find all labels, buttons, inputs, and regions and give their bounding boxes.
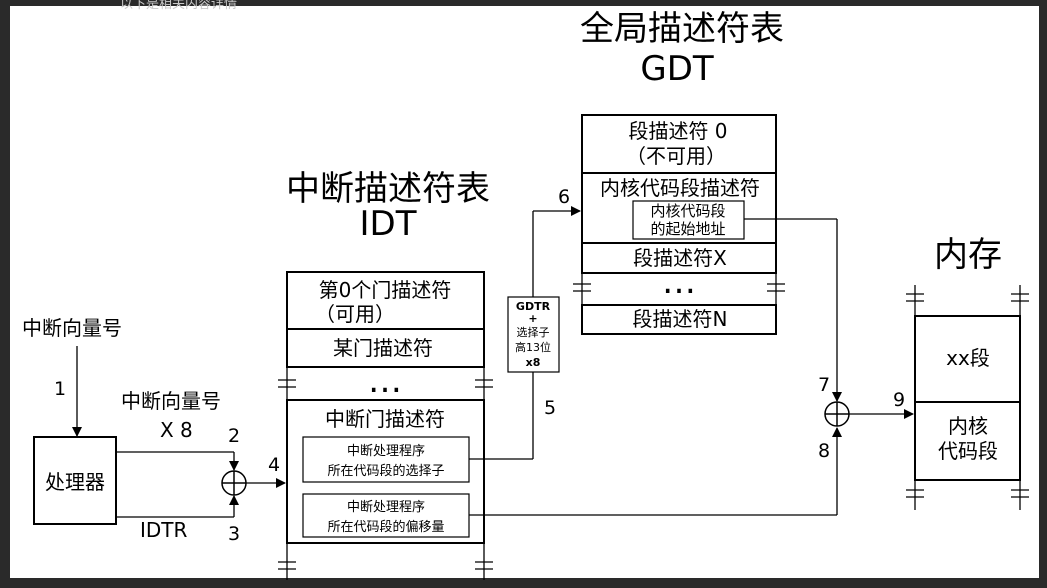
step-1: 1 bbox=[54, 378, 66, 400]
idt-offset-box bbox=[302, 493, 470, 538]
gdt-base-line1: 内核代码段 bbox=[650, 202, 725, 220]
gdt-entry-n: 段描述符N bbox=[633, 307, 728, 331]
gdtr-line5: x8 bbox=[526, 356, 541, 369]
gdt-entryx-box bbox=[581, 242, 777, 274]
idt-gate-title: 中断门描述符 bbox=[325, 407, 445, 431]
gdt-gap-marks bbox=[573, 273, 785, 305]
step-7: 7 bbox=[818, 374, 830, 396]
idt-bottom-marks bbox=[278, 543, 493, 580]
idt-entry0-line2: （可用） bbox=[315, 302, 395, 326]
idt-gap-marks bbox=[278, 367, 493, 400]
idt-ellipsis: … bbox=[368, 361, 402, 401]
step-6: 6 bbox=[558, 186, 570, 208]
idtr-label: IDTR bbox=[140, 518, 188, 542]
gdt-kernel-line: 内核代码段描述符 bbox=[600, 176, 760, 200]
gdt-entry-x: 段描述符X bbox=[633, 246, 727, 270]
gdt-ellipsis: … bbox=[662, 262, 696, 302]
memory-seg2-line2: 代码段 bbox=[938, 439, 998, 463]
step-9: 9 bbox=[893, 389, 905, 411]
idt-selector-line2: 所在代码段的选择子 bbox=[327, 463, 444, 479]
gdtr-line2: + bbox=[528, 312, 537, 325]
idt-title-line2: IDT bbox=[360, 204, 417, 244]
processor-box bbox=[33, 436, 117, 525]
gdt-base-line2: 的起始地址 bbox=[650, 220, 725, 238]
processor-label: 处理器 bbox=[45, 470, 105, 494]
memory-seg2-box bbox=[914, 401, 1021, 481]
idt-offset-line1: 中断处理程序 bbox=[347, 500, 425, 515]
vector-x8-line2: X 8 bbox=[160, 418, 193, 442]
gdt-entryn-box bbox=[581, 304, 777, 335]
memory-title: 内存 bbox=[934, 235, 1002, 275]
memory-top-marks bbox=[906, 285, 1029, 316]
vector-input-label: 中断向量号 bbox=[22, 316, 122, 340]
gdtr-line1: GDTR bbox=[516, 300, 551, 313]
idt-selector-line1: 中断处理程序 bbox=[347, 444, 425, 459]
step-3: 3 bbox=[228, 523, 240, 545]
step-8: 8 bbox=[818, 440, 830, 462]
gdt-entry0-box bbox=[581, 114, 777, 174]
memory-bottom-marks bbox=[906, 480, 1029, 510]
vector-x8-line1: 中断向量号 bbox=[121, 389, 221, 413]
memory-seg1-box bbox=[914, 315, 1021, 403]
gdt-title-line1: 全局描述符表 bbox=[580, 9, 784, 49]
adder-2-icon bbox=[824, 401, 850, 427]
idt-title-line1: 中断描述符表 bbox=[286, 169, 490, 209]
gdtr-line4: 高13位 bbox=[515, 340, 551, 354]
gdt-entry0-line1: 段描述符 0 bbox=[628, 119, 727, 143]
idt-entry0-line1: 第0个门描述符 bbox=[319, 278, 452, 302]
adder-1-icon bbox=[221, 470, 247, 496]
memory-seg1: xx段 bbox=[946, 346, 990, 370]
gdt-base-box bbox=[632, 200, 745, 240]
memory-seg2-line1: 内核 bbox=[948, 414, 988, 438]
step-2: 2 bbox=[228, 425, 240, 447]
gdtr-box bbox=[507, 296, 560, 373]
idt-entry1: 某门描述符 bbox=[333, 336, 433, 360]
gdtr-line3: 选择子 bbox=[517, 325, 550, 339]
canvas-background bbox=[10, 6, 1039, 578]
top-fragment-text: 以下是相关内容详情 bbox=[120, 0, 237, 12]
step-5: 5 bbox=[544, 397, 556, 419]
gdt-title-line2: GDT bbox=[640, 49, 714, 89]
idt-offset-line2: 所在代码段的偏移量 bbox=[327, 519, 444, 535]
idt-entry1-box bbox=[286, 328, 485, 368]
gdt-entry0-line2: （不可用） bbox=[626, 144, 726, 168]
step-4: 4 bbox=[268, 454, 280, 476]
idt-entry0-box bbox=[286, 271, 485, 330]
